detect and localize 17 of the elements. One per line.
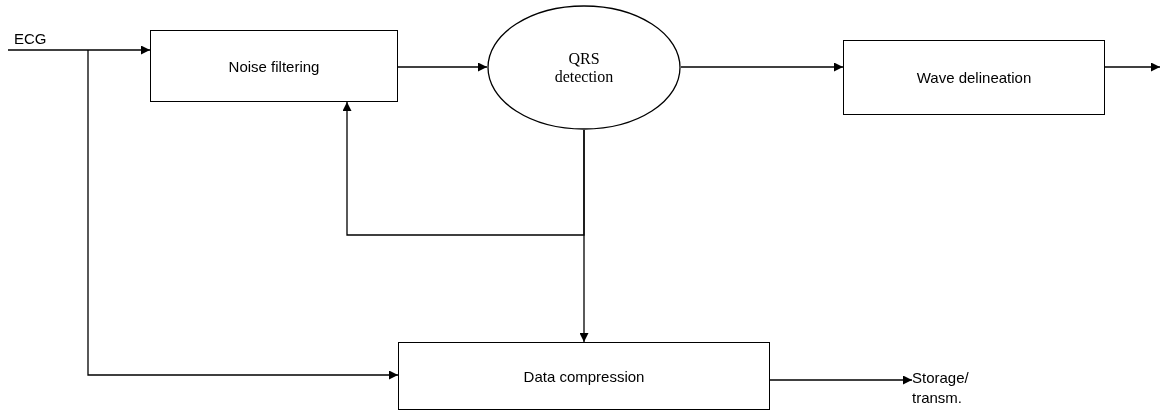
signal-label: Storage/ transm. xyxy=(912,368,970,408)
process-box xyxy=(843,40,1105,115)
arrow xyxy=(397,62,488,72)
node-label: QRS detection xyxy=(553,49,615,86)
arrow xyxy=(579,129,589,343)
node-label: Wave delineation xyxy=(916,69,1032,86)
node-label: Data compression xyxy=(523,367,645,385)
arrow xyxy=(87,49,399,380)
process-box xyxy=(398,342,770,410)
arrow xyxy=(7,45,151,55)
arrow xyxy=(769,375,913,385)
arrow xyxy=(680,62,844,72)
arrow xyxy=(1104,62,1161,72)
process-box xyxy=(150,30,398,102)
arrow xyxy=(342,101,585,236)
node-label: Noise filtering xyxy=(228,57,320,75)
signal-label: ECG xyxy=(14,30,47,47)
